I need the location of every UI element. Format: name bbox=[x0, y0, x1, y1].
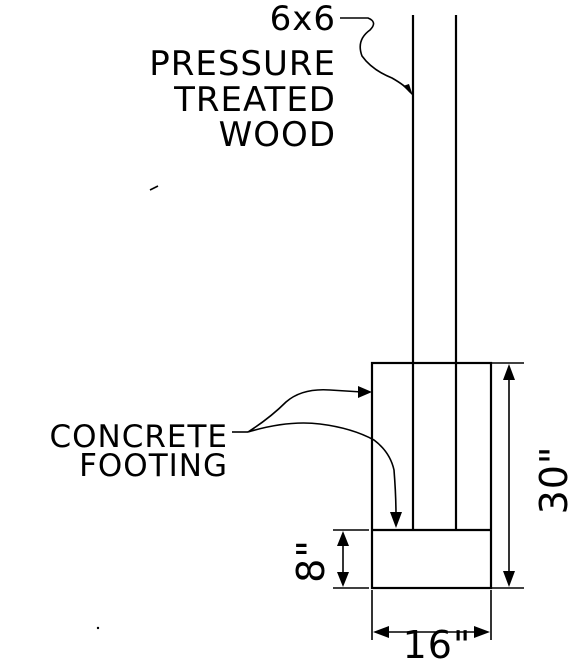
post-label-line2: PRESSURE bbox=[149, 44, 336, 84]
base-thickness-dimension: 8" bbox=[289, 529, 369, 589]
wood-post bbox=[411, 15, 458, 530]
post-label: 6x6 PRESSURE TREATED WOOD bbox=[149, 0, 336, 155]
post-label-line1: 6x6 bbox=[270, 0, 336, 39]
post-leader-arrow bbox=[340, 17, 413, 96]
width-dimension-label: 16" bbox=[403, 623, 472, 659]
post-label-line3: TREATED bbox=[173, 80, 336, 120]
footing-leader-arrows bbox=[232, 386, 402, 528]
height-dimension: 30" bbox=[492, 362, 569, 589]
height-dimension-label: 30" bbox=[532, 446, 569, 515]
footing-label-line1: CONCRETE bbox=[49, 419, 228, 455]
footing-label: CONCRETE FOOTING bbox=[49, 419, 228, 484]
post-label-line4: WOOD bbox=[219, 115, 336, 155]
concrete-footing bbox=[370, 361, 493, 590]
footing-label-line2: FOOTING bbox=[79, 448, 228, 484]
scan-specks bbox=[96, 185, 159, 630]
width-dimension: 16" bbox=[371, 590, 492, 659]
base-thickness-dimension-label: 8" bbox=[289, 539, 333, 583]
